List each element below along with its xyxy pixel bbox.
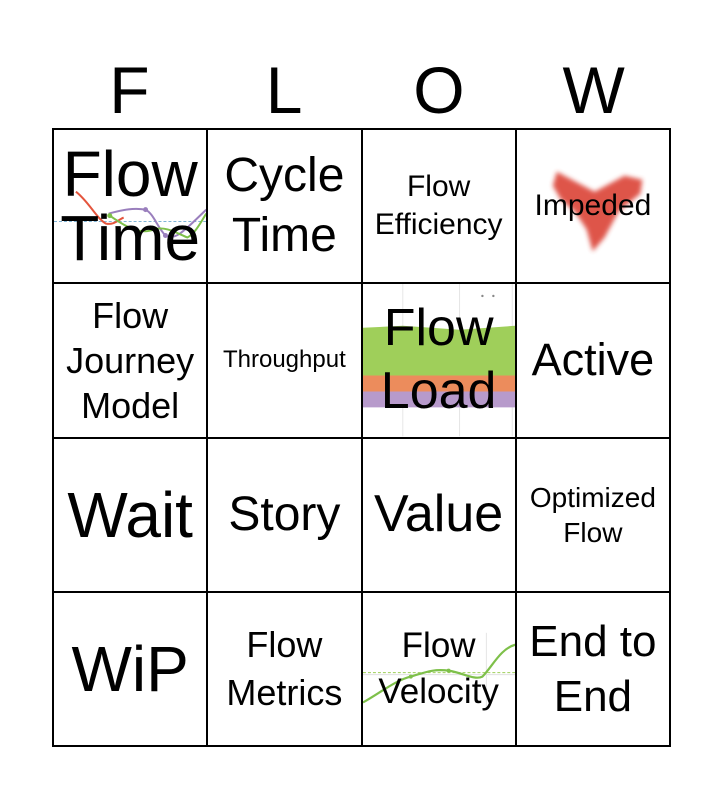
cell-label: Wait: [67, 478, 193, 551]
bingo-card: Flow Time Cycle Time Flow Efficiency Imp…: [52, 128, 671, 747]
cell-label: Flow Metrics: [226, 624, 343, 713]
bingo-cell-flow-velocity[interactable]: Flow Velocity: [362, 592, 517, 747]
bingo-cell-wait[interactable]: Wait: [54, 438, 209, 593]
cell-label: Value: [374, 484, 504, 543]
bingo-cell-flow-journey-model[interactable]: Flow Journey Model: [54, 284, 209, 439]
cell-label: WiP: [71, 632, 189, 705]
stacked-area-chart-thumbnail: [362, 284, 515, 437]
cell-label: Flow Load: [380, 298, 497, 421]
line-chart-thumbnail: [54, 190, 207, 239]
cell-label: Flow Time: [60, 138, 201, 275]
cell-label: Impeded: [534, 189, 652, 223]
header-letter-o: O: [413, 53, 465, 127]
cell-label: Throughput: [222, 345, 346, 373]
cell-label: Flow Journey Model: [66, 294, 195, 426]
bingo-cell-flow-efficiency[interactable]: Flow Efficiency: [362, 130, 517, 285]
bingo-cell-optimized-flow[interactable]: Optimized Flow: [516, 438, 671, 593]
bingo-cell-throughput[interactable]: Throughput: [208, 284, 363, 439]
cell-label: Optimized Flow: [529, 481, 656, 548]
bingo-cell-cycle-time[interactable]: Cycle Time: [208, 130, 363, 285]
cell-label: Flow Efficiency: [374, 169, 503, 242]
cell-label: Story: [228, 487, 341, 541]
velocity-line-chart-thumbnail: [362, 632, 515, 711]
bingo-cell-flow-metrics[interactable]: Flow Metrics: [208, 592, 363, 747]
cell-label: End to End: [529, 616, 657, 721]
bingo-cell-impeded[interactable]: Impeded: [516, 130, 671, 285]
bingo-cell-flow-time[interactable]: Flow Time: [54, 130, 209, 285]
bingo-header: F L O W: [52, 52, 671, 128]
bingo-cell-end-to-end[interactable]: End to End: [516, 592, 671, 747]
bingo-cell-wip[interactable]: WiP: [54, 592, 209, 747]
cell-label: Cycle Time: [224, 149, 345, 263]
bingo-cell-value[interactable]: Value: [362, 438, 517, 593]
header-letter-w: W: [562, 53, 625, 127]
header-letter-f: F: [109, 53, 150, 127]
bingo-cell-story[interactable]: Story: [208, 438, 363, 593]
bingo-cell-active[interactable]: Active: [516, 284, 671, 439]
cell-label: Active: [531, 334, 655, 386]
bingo-cell-flow-load[interactable]: Flow Load: [362, 284, 517, 439]
cell-label: Flow Velocity: [378, 625, 499, 711]
red-splash: [552, 171, 643, 252]
header-letter-l: L: [265, 53, 303, 127]
